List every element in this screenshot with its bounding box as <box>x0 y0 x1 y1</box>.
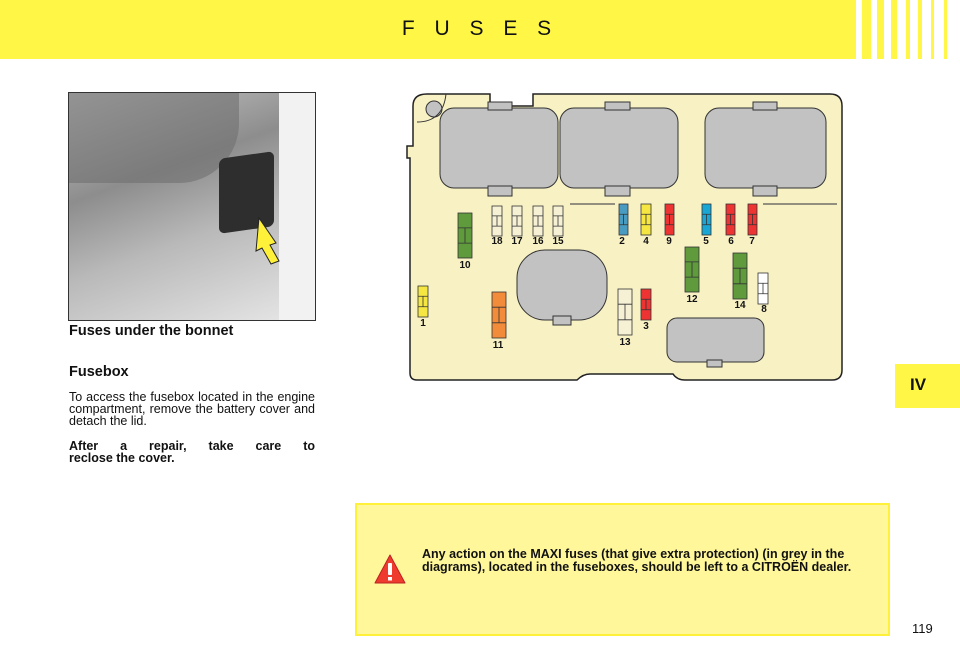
fuse-label: 1 <box>420 318 426 329</box>
fuse-9: 9 <box>664 203 675 247</box>
header-stripe <box>918 0 922 59</box>
fuse-label: 2 <box>619 236 625 247</box>
fuse-label: 5 <box>703 236 709 247</box>
fuse-label: 6 <box>728 236 734 247</box>
maxi-fuse-oval <box>516 249 608 326</box>
fuse-14: 14 <box>732 252 748 311</box>
maxi-fuse-bottom <box>666 317 765 368</box>
fuse-13: 13 <box>617 288 633 348</box>
fuse-label: 4 <box>643 236 649 247</box>
page-title: F U S E S <box>401 17 559 40</box>
header-stripe <box>877 0 884 59</box>
fuse-12: 12 <box>684 246 700 305</box>
fuse-15: 15 <box>552 205 564 247</box>
section-title: Fuses under the bonnet <box>69 323 234 339</box>
fuse-18: 18 <box>491 205 503 247</box>
fuse-label: 18 <box>491 236 503 247</box>
fuse-1: 1 <box>417 285 429 329</box>
maxi-fuse-block-right <box>704 101 827 197</box>
fuse-3: 3 <box>640 288 652 332</box>
fuse-4: 4 <box>640 203 652 247</box>
fusebox-note-line2: reclose the cover. <box>69 451 175 465</box>
header-stripe <box>944 0 947 59</box>
fuse-label: 15 <box>552 236 564 247</box>
fuse-label: 16 <box>532 236 544 247</box>
fuse-label: 13 <box>619 337 631 348</box>
fuse-2: 2 <box>618 203 629 247</box>
fuse-8: 8 <box>757 272 769 315</box>
fuse-label: 10 <box>459 260 471 271</box>
fuse-label: 9 <box>666 236 672 247</box>
fuse-label: 17 <box>511 236 523 247</box>
fusebox-note-line1: After a repair, take care to <box>69 439 315 453</box>
fuse-7: 7 <box>747 203 758 247</box>
maxi-fuse-block-left <box>439 101 559 197</box>
arrow-icon <box>255 216 280 265</box>
header-stripe <box>862 0 871 59</box>
header-stripe <box>844 0 856 59</box>
header-stripe <box>906 0 910 59</box>
header-bar <box>0 0 853 59</box>
fuse-label: 7 <box>749 236 755 247</box>
header-stripe <box>891 0 897 59</box>
header-stripe <box>931 0 934 59</box>
fuse-17: 17 <box>511 205 523 247</box>
fusebox-heading: Fusebox <box>69 364 129 380</box>
engine-bay-photo <box>68 92 316 321</box>
maxi-fuse-block-middle <box>559 101 679 197</box>
fuse-label: 14 <box>734 300 746 311</box>
fuse-16: 16 <box>532 205 544 247</box>
fuse-11: 11 <box>491 291 507 351</box>
fuse-10: 10 <box>457 212 473 271</box>
fuse-5: 5 <box>701 203 712 247</box>
fuse-label: 11 <box>493 340 504 351</box>
warning-text: Any action on the MAXI fuses (that give … <box>422 547 852 574</box>
chapter-tab[interactable]: IV <box>895 364 960 408</box>
fuse-6: 6 <box>725 203 736 247</box>
fuse-label: 12 <box>686 294 698 305</box>
fusebox-note: After a repair, take care to reclose the… <box>69 439 315 465</box>
warning-box: Any action on the MAXI fuses (that give … <box>355 503 890 636</box>
chapter-tab-label: IV <box>910 375 927 394</box>
fuse-label: 8 <box>761 304 767 315</box>
fusebox-text: To access the fusebox located in the eng… <box>69 390 315 428</box>
page-number: 119 <box>912 621 933 636</box>
fuse-label: 3 <box>643 321 649 332</box>
mounting-hole <box>425 100 443 118</box>
warning-icon <box>374 554 406 584</box>
